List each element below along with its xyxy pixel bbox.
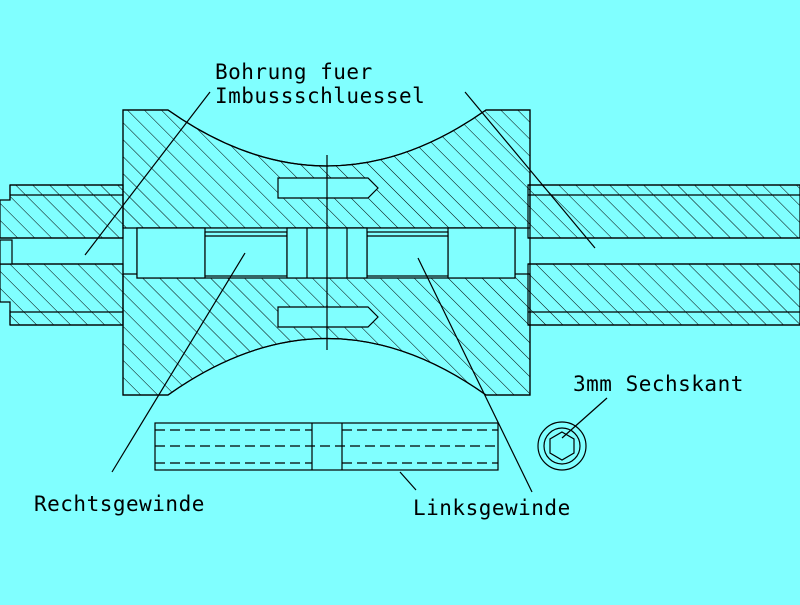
- leader-lines: [84, 91, 608, 493]
- left-shaft: [0, 184, 124, 326]
- label-hex: 3mm Sechskant: [573, 372, 744, 396]
- label-bore-line1: Bohrung fuer: [215, 60, 373, 84]
- hex-nut-detail: [537, 421, 587, 471]
- right-shaft: [527, 184, 800, 326]
- slot-holes: [277, 175, 379, 330]
- threaded-rod-detail: [154, 422, 499, 471]
- label-right-thread: Rechtsgewinde: [34, 492, 205, 516]
- label-bore-line2: Imbussschluessel: [215, 84, 425, 108]
- bore-inserts: [136, 227, 516, 279]
- roller-body: [122, 109, 531, 396]
- label-left-thread: Linksgewinde: [413, 496, 571, 520]
